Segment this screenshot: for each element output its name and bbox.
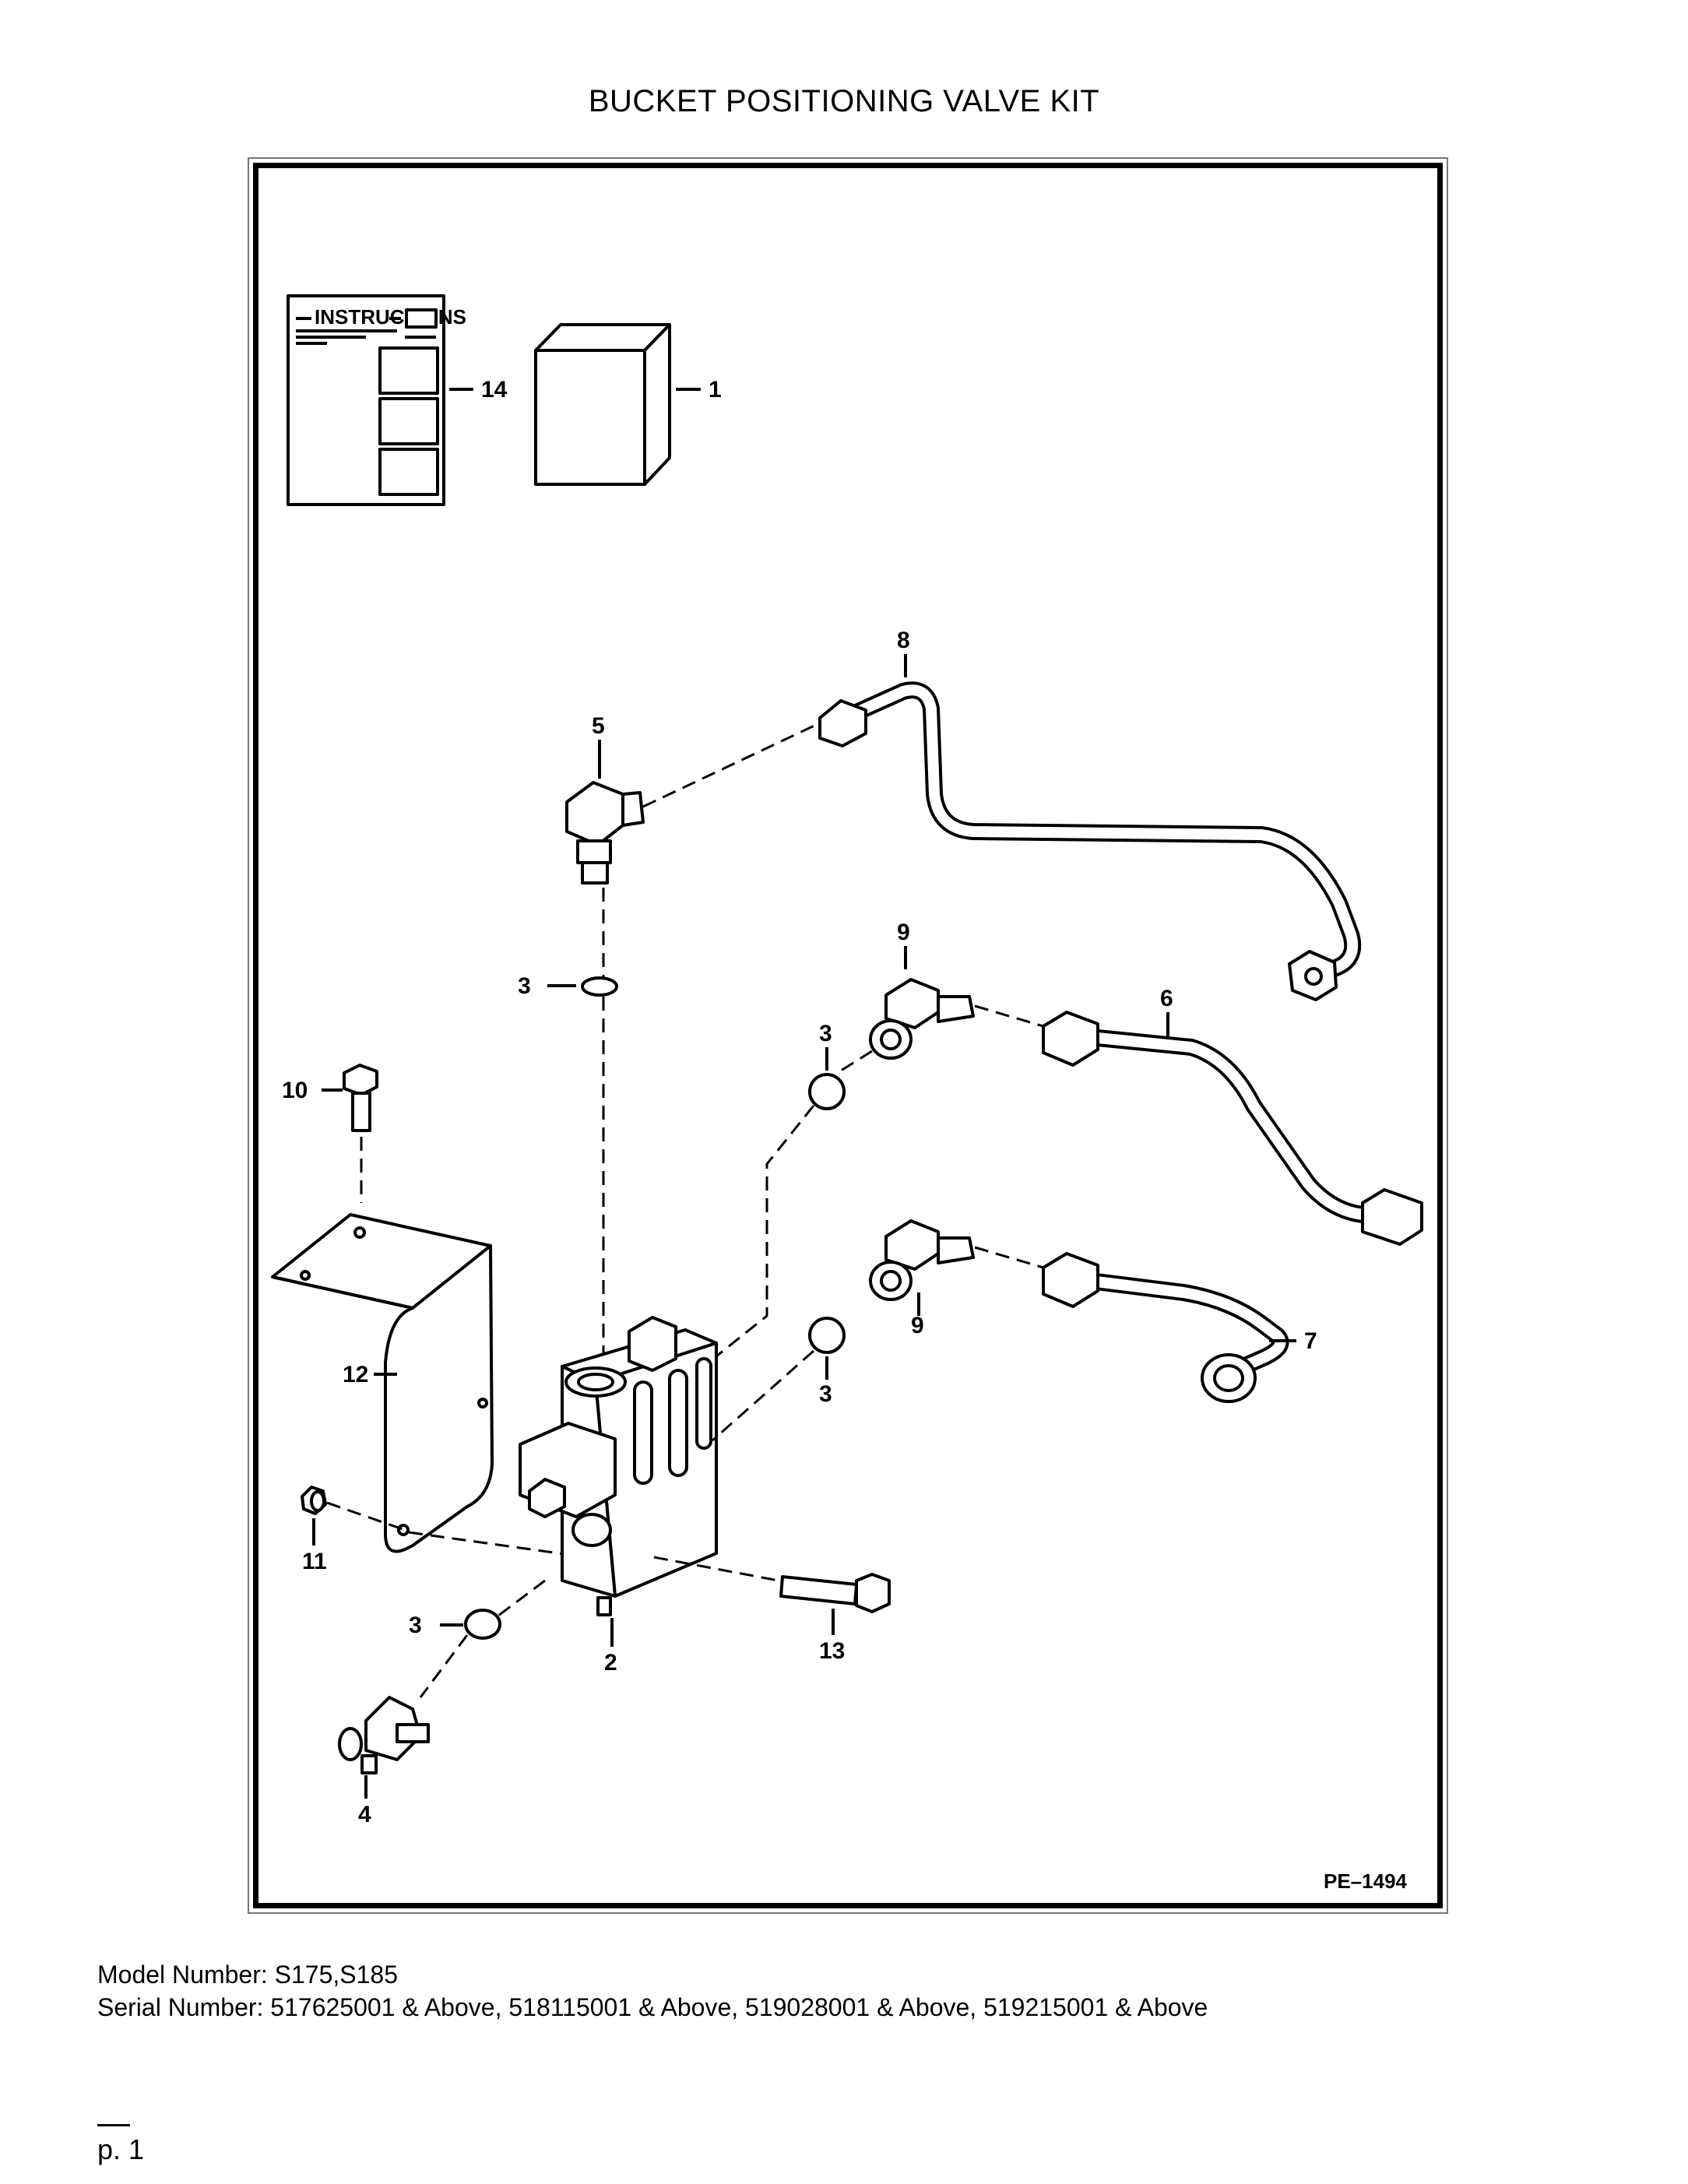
callout-2: 2 (604, 1650, 617, 1676)
o-ring-part-3-right (808, 1073, 846, 1110)
bracket-part-12 (271, 1213, 494, 1553)
instruction-sheet-part-14: INSTRUCTIONS (287, 294, 466, 506)
callout-3-top: 3 (518, 973, 531, 999)
diagram-reference-code: PE–1494 (1324, 1869, 1408, 1893)
callout-11: 11 (302, 1549, 327, 1574)
bolt-part-13 (653, 1556, 891, 1613)
o-ring-part-3-middle (808, 1317, 846, 1354)
page-number: p. 1 (97, 2133, 145, 2165)
nut-part-11 (301, 1486, 327, 1515)
leader-lines (312, 388, 1296, 1799)
page-title: BUCKET POSITIONING VALVE KIT (588, 84, 1100, 118)
callout-14: 14 (481, 377, 508, 403)
serial-number: Serial Number: 517625001 & Above, 518115… (97, 1993, 1208, 2021)
callout-6: 6 (1160, 986, 1173, 1011)
tube-part-7 (1042, 1252, 1289, 1403)
valve-body-part-2 (519, 1316, 718, 1616)
callout-8: 8 (897, 628, 910, 653)
bolt-part-10 (343, 1064, 378, 1203)
callout-3-right: 3 (819, 1021, 832, 1046)
elbow-fitting-part-9-top (840, 978, 1044, 1072)
tube-part-8 (818, 681, 1362, 1001)
callout-7: 7 (1304, 1328, 1317, 1354)
callout-10: 10 (282, 1078, 308, 1103)
callout-9-bottom: 9 (911, 1313, 924, 1338)
diagram-frame (253, 163, 1443, 1908)
page-number-divider (97, 2124, 130, 2126)
diagram-frame-outer (248, 157, 1448, 1914)
o-ring-part-3-bottom (464, 1609, 501, 1640)
callout-12: 12 (343, 1362, 368, 1387)
callout-4: 4 (358, 1802, 371, 1827)
box-part-1 (534, 323, 671, 486)
o-ring-part-3-top (581, 976, 618, 997)
fitting-part-4 (338, 1696, 430, 1774)
callout-13: 13 (819, 1638, 845, 1664)
callout-9-top: 9 (897, 920, 910, 945)
elbow-fitting-part-9-bottom (869, 1219, 1044, 1301)
model-number: Model Number: S175,S185 (97, 1961, 398, 1989)
callout-3-bottom: 3 (409, 1613, 422, 1638)
callout-3-middle: 3 (819, 1381, 832, 1407)
tube-part-6 (1042, 1011, 1423, 1246)
callout-1: 1 (709, 377, 722, 403)
callout-5: 5 (592, 713, 605, 739)
elbow-fitting-part-5 (565, 723, 818, 885)
